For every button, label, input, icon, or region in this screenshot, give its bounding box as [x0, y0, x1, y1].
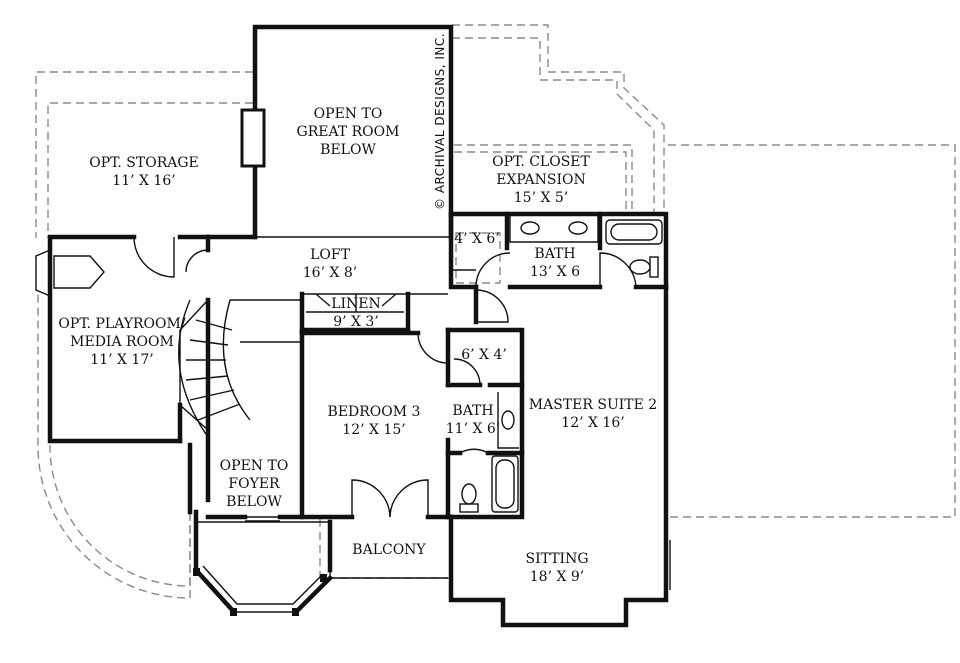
foyer-label: BELOW [226, 494, 282, 510]
sitting-label: SITTING [525, 551, 588, 567]
foyer-label: OPEN TO [220, 458, 289, 474]
closet-expansion-label: EXPANSION [496, 172, 586, 188]
upper-bath-label: BATH [534, 246, 575, 262]
storage-label: OPT. STORAGE [89, 155, 199, 171]
playroom-label: MEDIA ROOM [70, 334, 174, 350]
linen-size: 9’ X 3’ [333, 314, 379, 330]
master-suite-size: 12’ X 16’ [561, 415, 624, 431]
balcony-label: BALCONY [352, 542, 426, 558]
room-labels: OPEN TO GREAT ROOM BELOW OPT. STORAGE 11… [58, 106, 657, 585]
great-room-label: OPEN TO [314, 106, 383, 122]
bedroom3-size: 12’ X 15’ [342, 422, 405, 438]
loft-label: LOFT [310, 247, 350, 263]
loft-size: 16’ X 8’ [303, 265, 358, 281]
great-room-label: GREAT ROOM [297, 124, 400, 140]
copyright-text: © ARCHIVAL DESIGNS, INC. [433, 33, 447, 210]
closet-expansion-label: OPT. CLOSET [492, 154, 590, 170]
upper-bath-size: 13’ X 6 [530, 264, 580, 280]
details [35, 214, 671, 626]
master-suite-label: MASTER SUITE 2 [529, 397, 657, 413]
dashed-outlines [35, 24, 956, 599]
mid-bath-size: 11’ X 6’ [446, 421, 501, 437]
storage-size: 11’ X 16’ [112, 173, 175, 189]
closet-expansion-size: 15’ X 5’ [514, 190, 569, 206]
linen-label: LINEN [331, 296, 381, 312]
bedroom3-label: BEDROOM 3 [328, 404, 421, 420]
great-room-label: BELOW [320, 142, 376, 158]
playroom-label: OPT. PLAYROOM/ [58, 316, 185, 332]
foyer-label: FOYER [228, 476, 280, 492]
closet-4x6-label: 4’ X 6’ [454, 231, 500, 247]
sitting-size: 18’ X 9’ [530, 569, 585, 585]
mid-bath-label: BATH [452, 403, 493, 419]
closet-6x4-label: 6’ X 4’ [461, 347, 507, 363]
playroom-size: 11’ X 17’ [90, 352, 153, 368]
